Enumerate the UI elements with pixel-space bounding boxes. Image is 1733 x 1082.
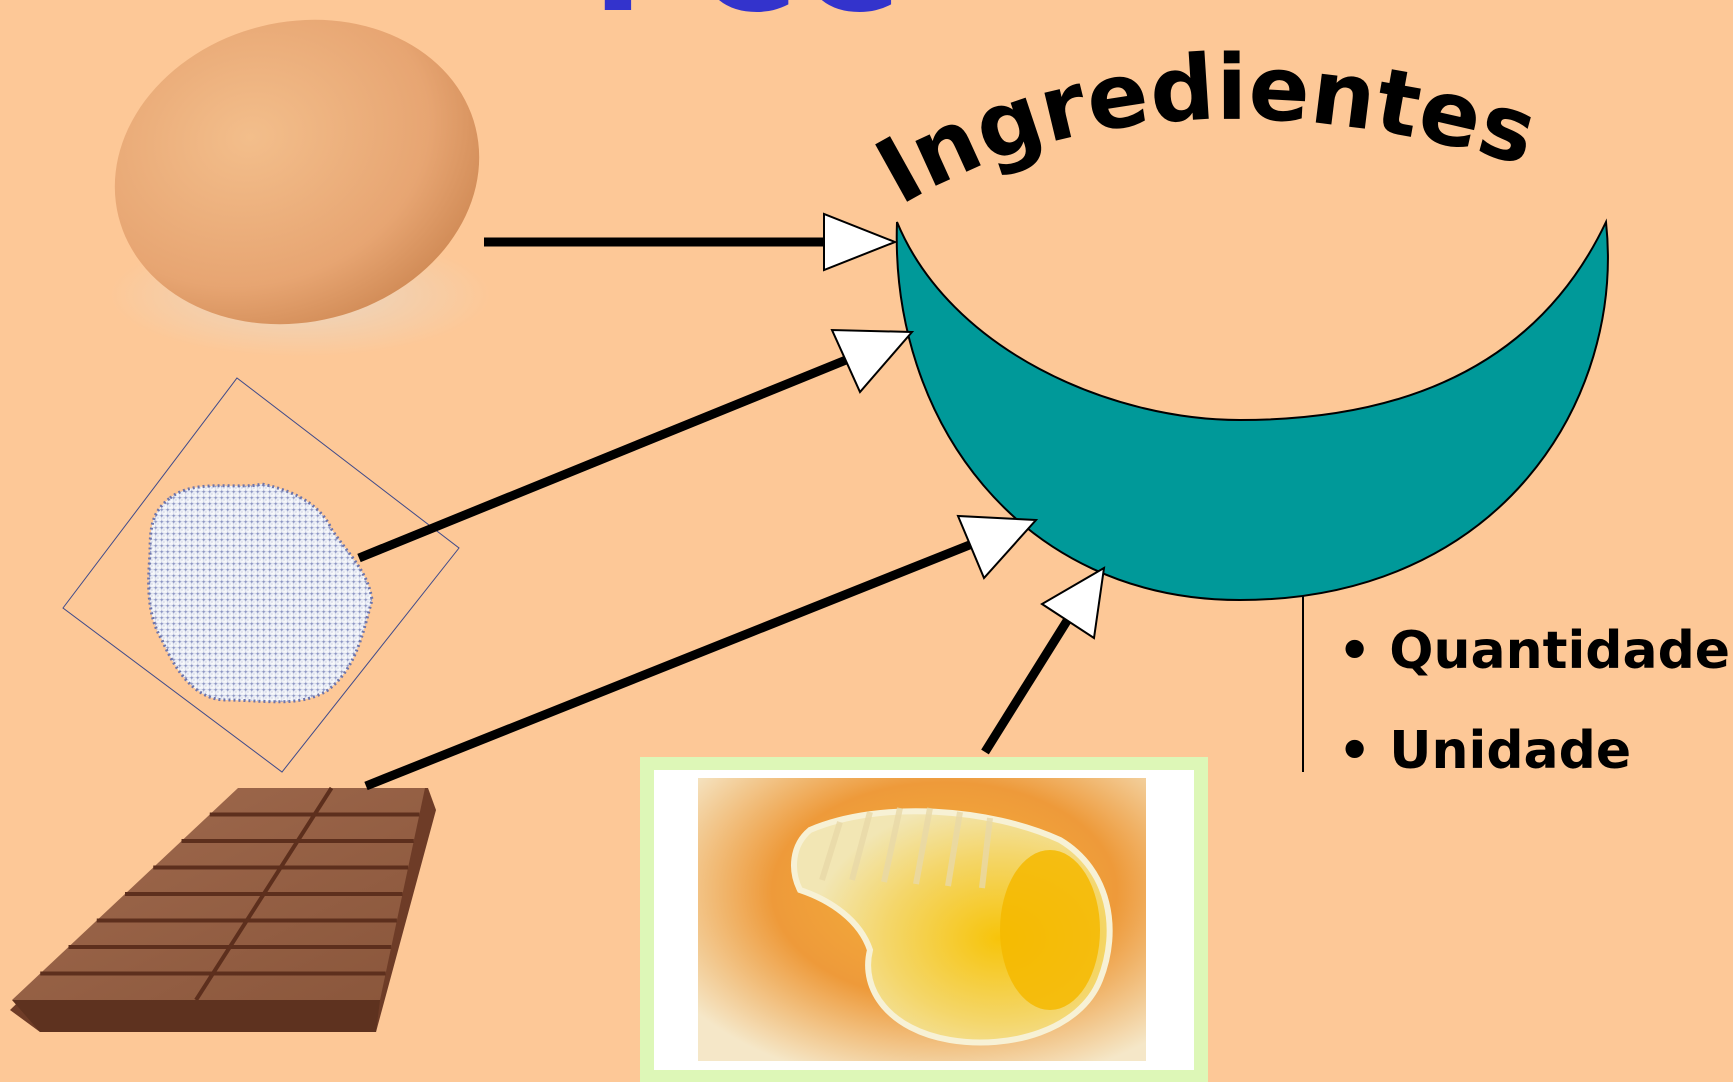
chocolate-bar-image bbox=[10, 788, 436, 1032]
arrow-butter bbox=[985, 568, 1104, 752]
egg-image bbox=[82, 0, 512, 362]
arrow-egg bbox=[484, 214, 895, 270]
arrow-chocolate bbox=[366, 516, 1036, 786]
container-title: Ingredientes bbox=[860, 35, 1548, 225]
butter-image bbox=[640, 757, 1208, 1082]
container-title-text: Ingredientes bbox=[860, 35, 1548, 225]
sugar-image bbox=[63, 378, 459, 772]
arrow-sugar bbox=[359, 330, 912, 558]
attribute-unidade: Unidade bbox=[1338, 717, 1730, 817]
attribute-list: Quantidade Unidade bbox=[1338, 617, 1730, 817]
slide-title: PCC bbox=[592, 0, 900, 44]
attribute-quantidade: Quantidade bbox=[1338, 617, 1730, 717]
